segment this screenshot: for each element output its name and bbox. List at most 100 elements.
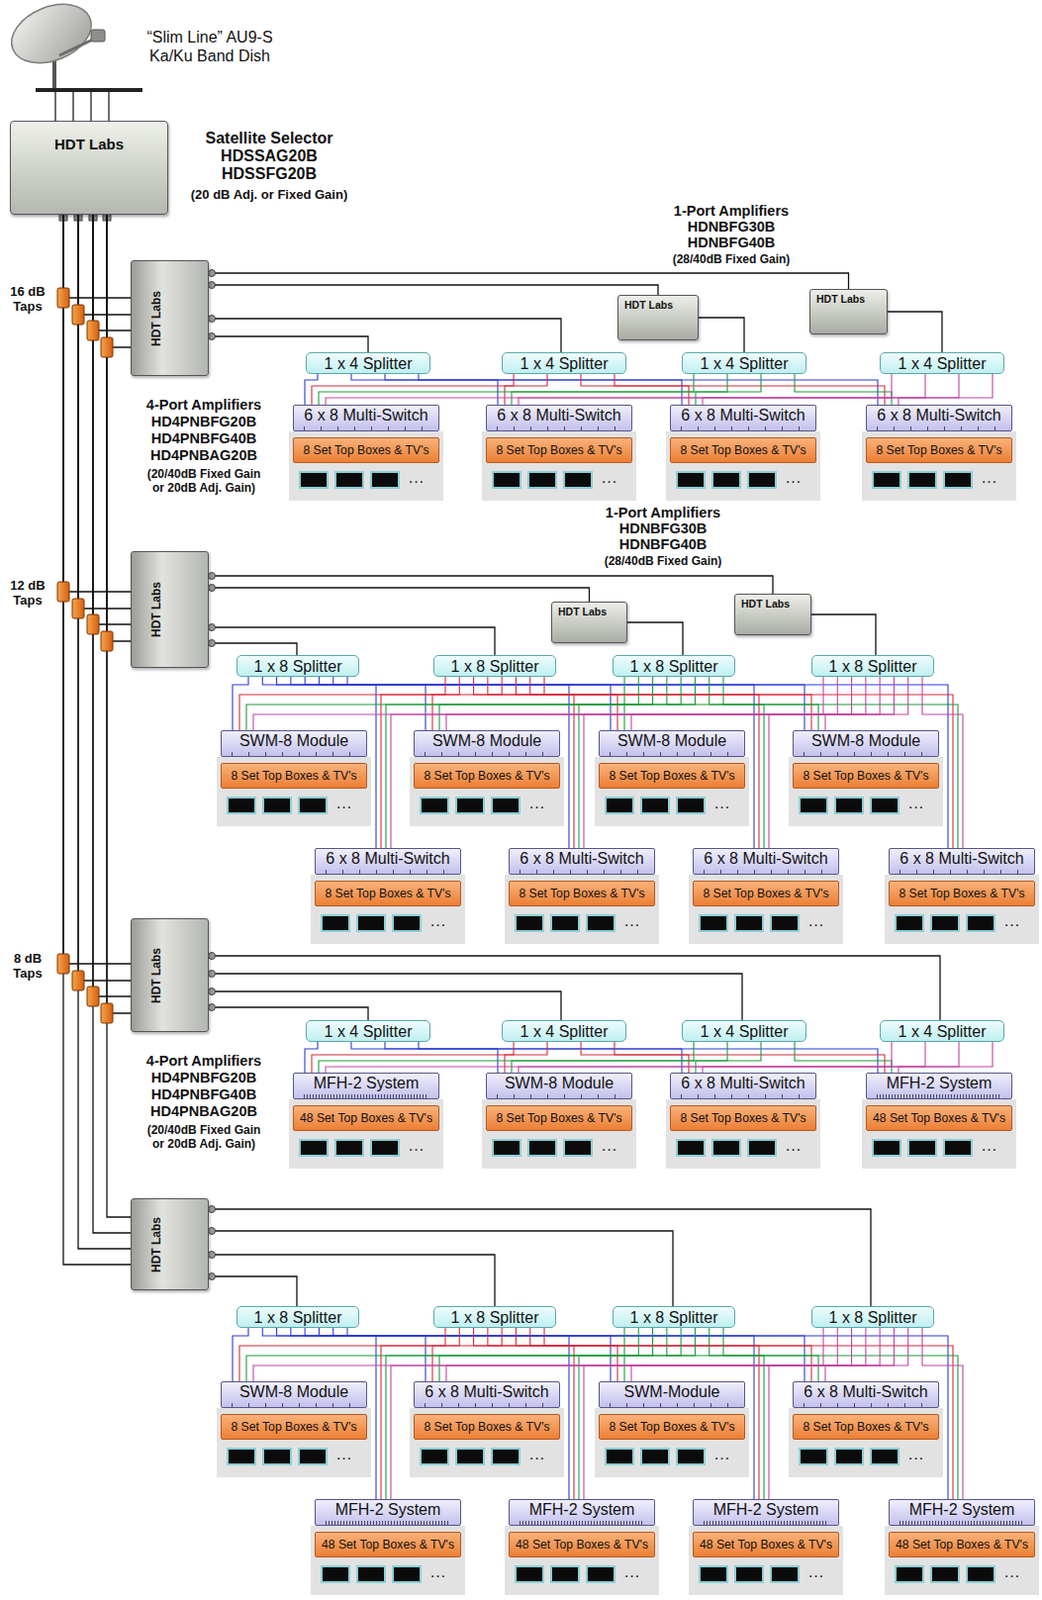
receiver-panel: …48 Set Top Boxes & TV's (504, 1525, 660, 1596)
output-port (208, 315, 216, 323)
receiver-panel: …48 Set Top Boxes & TV's (288, 1099, 444, 1169)
tv-icon (747, 471, 777, 489)
output-ticks (703, 1520, 829, 1525)
connector-line (63, 214, 131, 592)
connector-line (698, 317, 745, 353)
connector-line (208, 587, 590, 602)
node-text: 1 x 8 Splitter (812, 657, 934, 676)
switch-module: 6 x 8 Multi-Switch (669, 1072, 817, 1100)
node-text: … (600, 469, 618, 487)
tv-icon (965, 914, 996, 933)
connector-line (93, 214, 131, 1233)
annotation-label: 1-Port Amplifiers HDNBFG30B HDNBFG40B (588, 504, 738, 553)
tv-icon (585, 1565, 616, 1584)
switch-module: SWM-8 Module (792, 730, 940, 758)
node-text: HDT Labs (816, 292, 865, 305)
splitter-box: 1 x 4 Splitter (879, 1020, 1005, 1042)
one-port-amplifier: HDT Labs (734, 593, 812, 636)
caption-text: Satellite Selector HDSSAG20B HDSSFG20B (189, 129, 349, 184)
node-text: 1 x 4 Splitter (682, 1022, 806, 1042)
tv-icon (297, 1447, 328, 1466)
tv-icon (675, 1138, 706, 1157)
splitter-box: 1 x 8 Splitter (612, 655, 736, 677)
tv-icon (514, 1565, 545, 1584)
node-text: HDT Labs (558, 605, 607, 618)
connector-line (347, 676, 948, 849)
receiver-panel: …48 Set Top Boxes & TV's (310, 1525, 466, 1596)
tv-icon (491, 471, 522, 489)
tv-icon (419, 1447, 450, 1466)
splitter-box: 1 x 4 Splitter (879, 352, 1005, 375)
tv-icon (356, 1565, 386, 1584)
connector-line (311, 1042, 514, 1073)
tv-icon (527, 1138, 558, 1157)
set-top-box-group: 8 Set Top Boxes & TV's (669, 437, 817, 464)
connector-line (530, 676, 759, 849)
tv-icon (226, 796, 257, 815)
switch-module: 6 x 8 Multi-Switch (669, 404, 817, 432)
node-text: 8 Set Top Boxes & TV's (221, 1420, 367, 1435)
tv-icon (370, 1138, 400, 1157)
node-text: 6 x 8 Multi-Switch (670, 406, 816, 425)
connector-line (631, 1327, 853, 1382)
connector-line (246, 676, 625, 731)
tv-icon (604, 796, 635, 815)
tv-icon (320, 1565, 351, 1584)
set-top-box-group: 8 Set Top Boxes & TV's (413, 1414, 561, 1440)
output-ticks (231, 752, 357, 757)
node-text: 1 x 4 Splitter (306, 1022, 430, 1042)
output-port (208, 282, 216, 289)
annotation-label: 1-Port Amplifiers HDNBFG30B HDNBFG40B (657, 202, 806, 251)
connector-line (811, 614, 876, 656)
caption-text: (20/40dB Fixed Gain or 20dB Adj. Gain) (144, 1123, 264, 1151)
tv-icon (356, 914, 386, 933)
set-top-box-group: 8 Set Top Boxes & TV's (792, 1414, 940, 1440)
connector-line (511, 1042, 728, 1073)
output-port (208, 988, 216, 996)
tv-icon (734, 1565, 764, 1584)
tv-icon (769, 914, 800, 933)
switch-module: MFH-2 System (508, 1499, 656, 1526)
tv-icon (550, 914, 580, 933)
node-text: 8 Set Top Boxes & TV's (670, 1111, 816, 1127)
tv-icon (370, 471, 400, 489)
receiver-panel: … 8 Set Top Boxes & TV's (409, 1408, 565, 1478)
node-text: 6 x 8 Multi-Switch (866, 406, 1012, 425)
node-text: 8 Set Top Boxes & TV's (486, 443, 632, 459)
one-port-amplifier: HDT Labs (551, 601, 628, 644)
node-text: … (429, 912, 447, 931)
set-top-box-group: 48 Set Top Boxes & TV's (292, 1105, 440, 1132)
connector-line (208, 1209, 871, 1307)
node-text: HDT Labs (741, 597, 790, 610)
tv-icon (604, 1447, 635, 1466)
connector-line (63, 214, 131, 298)
node-text: MFH-2 System (889, 1501, 1035, 1519)
output-ticks (803, 1403, 929, 1408)
tap (100, 337, 113, 358)
receiver-panel: …8 Set Top Boxes & TV's (861, 431, 1017, 501)
connector-line (418, 1042, 878, 1073)
node-text: … (528, 1445, 546, 1464)
node-text: … (713, 794, 731, 813)
tv-icon (894, 1565, 925, 1584)
switch-module: SWM-8 Module (485, 1072, 633, 1100)
output-ticks (325, 1520, 451, 1525)
node-text: 1 x 8 Splitter (237, 1308, 359, 1327)
tv-icon (930, 914, 960, 933)
output-ticks (876, 426, 1002, 431)
tv-icon (698, 1565, 729, 1584)
tap (87, 986, 99, 1007)
node-text: … (1003, 1563, 1021, 1582)
node-text: SWM-Module (599, 1383, 745, 1402)
node-text: 6 x 8 Multi-Switch (670, 1074, 816, 1093)
splitter-box: 1 x 4 Splitter (681, 1020, 807, 1042)
tv-icon (930, 1565, 960, 1584)
connector-line (208, 1007, 369, 1021)
tap (100, 631, 113, 652)
node-text: 48 Set Top Boxes & TV's (866, 1111, 1012, 1127)
splitter-box: 1 x 4 Splitter (305, 352, 431, 375)
connector-line (106, 214, 131, 348)
tv-icon (640, 1447, 670, 1466)
receiver-panel: …8 Set Top Boxes & TV's (310, 874, 466, 945)
node-text: HDT Labs (149, 947, 164, 1003)
